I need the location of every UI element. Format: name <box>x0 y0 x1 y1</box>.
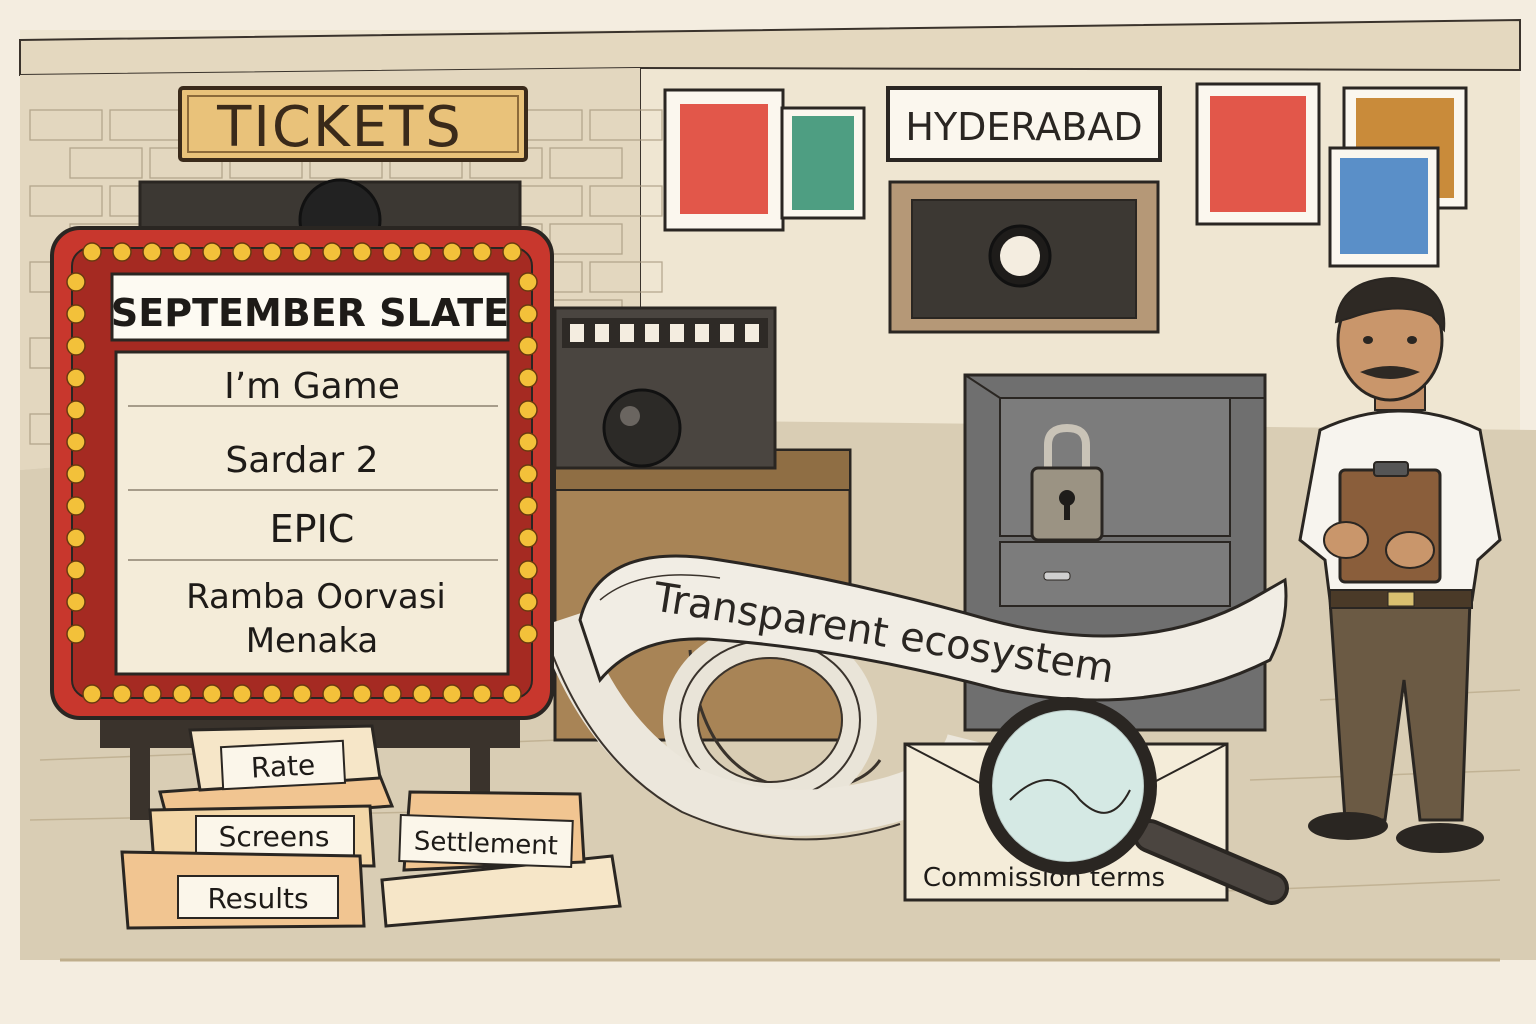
man-with-clipboard <box>1298 276 1502 853</box>
stack-rate: Rate <box>158 724 395 824</box>
film-title-4b: Menaka <box>246 621 379 661</box>
poster-green <box>780 106 866 220</box>
film-title-2: Sardar 2 <box>225 440 378 481</box>
poster-red-2 <box>1195 82 1321 226</box>
marquee-bulb <box>518 336 538 356</box>
marquee-bulb <box>66 496 86 516</box>
marquee-bulb <box>82 242 102 262</box>
marquee-bulb <box>66 368 86 388</box>
marquee-bulb <box>66 528 86 548</box>
stack-settlement-label: Settlement <box>413 826 558 861</box>
marquee-bulb <box>66 304 86 324</box>
hyderabad-sign-text: HYDERABAD <box>905 105 1142 149</box>
stack-results: Results <box>120 850 366 930</box>
marquee-bulb <box>518 304 538 324</box>
stack-screens: Screens <box>148 804 376 868</box>
padlock-icon <box>1030 423 1104 542</box>
stack-settlement: Settlement <box>380 790 622 928</box>
marquee-bulb <box>292 242 312 262</box>
marquee-bulb <box>172 242 192 262</box>
projector-window-center <box>888 180 1160 334</box>
film-title-1: I’m Game <box>224 366 400 407</box>
stack-results-label: Results <box>207 882 308 915</box>
marquee-bulb <box>142 242 162 262</box>
marquee-bulb <box>518 464 538 484</box>
stack-screens-label: Screens <box>219 820 330 853</box>
marquee-bulb <box>82 684 102 704</box>
poster-red-1 <box>663 88 785 232</box>
marquee-bulb <box>352 242 372 262</box>
marquee-bulb <box>262 684 282 704</box>
marquee-header: SEPTEMBER SLATE <box>111 291 509 335</box>
marquee-bulb <box>66 272 86 292</box>
marquee-board: SEPTEMBER SLATE I’m Game Sardar 2 EPIC R… <box>50 226 554 820</box>
marquee-bulb <box>412 684 432 704</box>
poster-blue <box>1328 146 1440 268</box>
marquee-bulb <box>442 242 462 262</box>
marquee-bulb <box>502 242 522 262</box>
marquee-bulb <box>262 242 282 262</box>
tickets-sign: TICKETS <box>178 86 528 162</box>
marquee-bulb <box>442 684 462 704</box>
marquee-bulb <box>66 560 86 580</box>
marquee-bulb <box>172 684 192 704</box>
marquee-bulb <box>518 528 538 548</box>
marquee-bulb <box>142 684 162 704</box>
marquee-bulb <box>112 684 132 704</box>
marquee-bulb <box>322 242 342 262</box>
hyderabad-sign: HYDERABAD <box>886 86 1162 162</box>
magnifying-glass-icon <box>979 697 1289 905</box>
marquee-bulb <box>202 242 222 262</box>
stack-rate-label: Rate <box>250 748 316 784</box>
marquee-bulb <box>66 624 86 644</box>
marquee-bulb <box>472 242 492 262</box>
marquee-bulb <box>66 400 86 420</box>
marquee-bulb <box>382 242 402 262</box>
marquee-bulb <box>66 432 86 452</box>
marquee-bulb <box>322 684 342 704</box>
marquee-bulb <box>66 464 86 484</box>
marquee-bulb <box>382 684 402 704</box>
marquee-bulb <box>66 336 86 356</box>
marquee-bulb <box>232 242 252 262</box>
marquee-bulb <box>518 624 538 644</box>
marquee-bulb <box>518 400 538 420</box>
marquee-bulb <box>352 684 372 704</box>
marquee-bulb <box>502 684 522 704</box>
marquee-bulb <box>518 432 538 452</box>
marquee-bulb <box>202 684 222 704</box>
marquee-bulb <box>518 592 538 612</box>
marquee-bulb <box>518 368 538 388</box>
marquee-bulb <box>518 496 538 516</box>
marquee-bulb <box>518 560 538 580</box>
tickets-sign-text: TICKETS <box>216 95 463 160</box>
marquee-bulb <box>292 684 312 704</box>
marquee-bulb <box>66 592 86 612</box>
film-title-4: Ramba Oorvasi <box>186 577 446 617</box>
marquee-bulb <box>112 242 132 262</box>
marquee-bulb <box>518 272 538 292</box>
marquee-bulb <box>232 684 252 704</box>
marquee-bulb <box>412 242 432 262</box>
marquee-bulb <box>472 684 492 704</box>
film-title-3: EPIC <box>270 507 355 551</box>
